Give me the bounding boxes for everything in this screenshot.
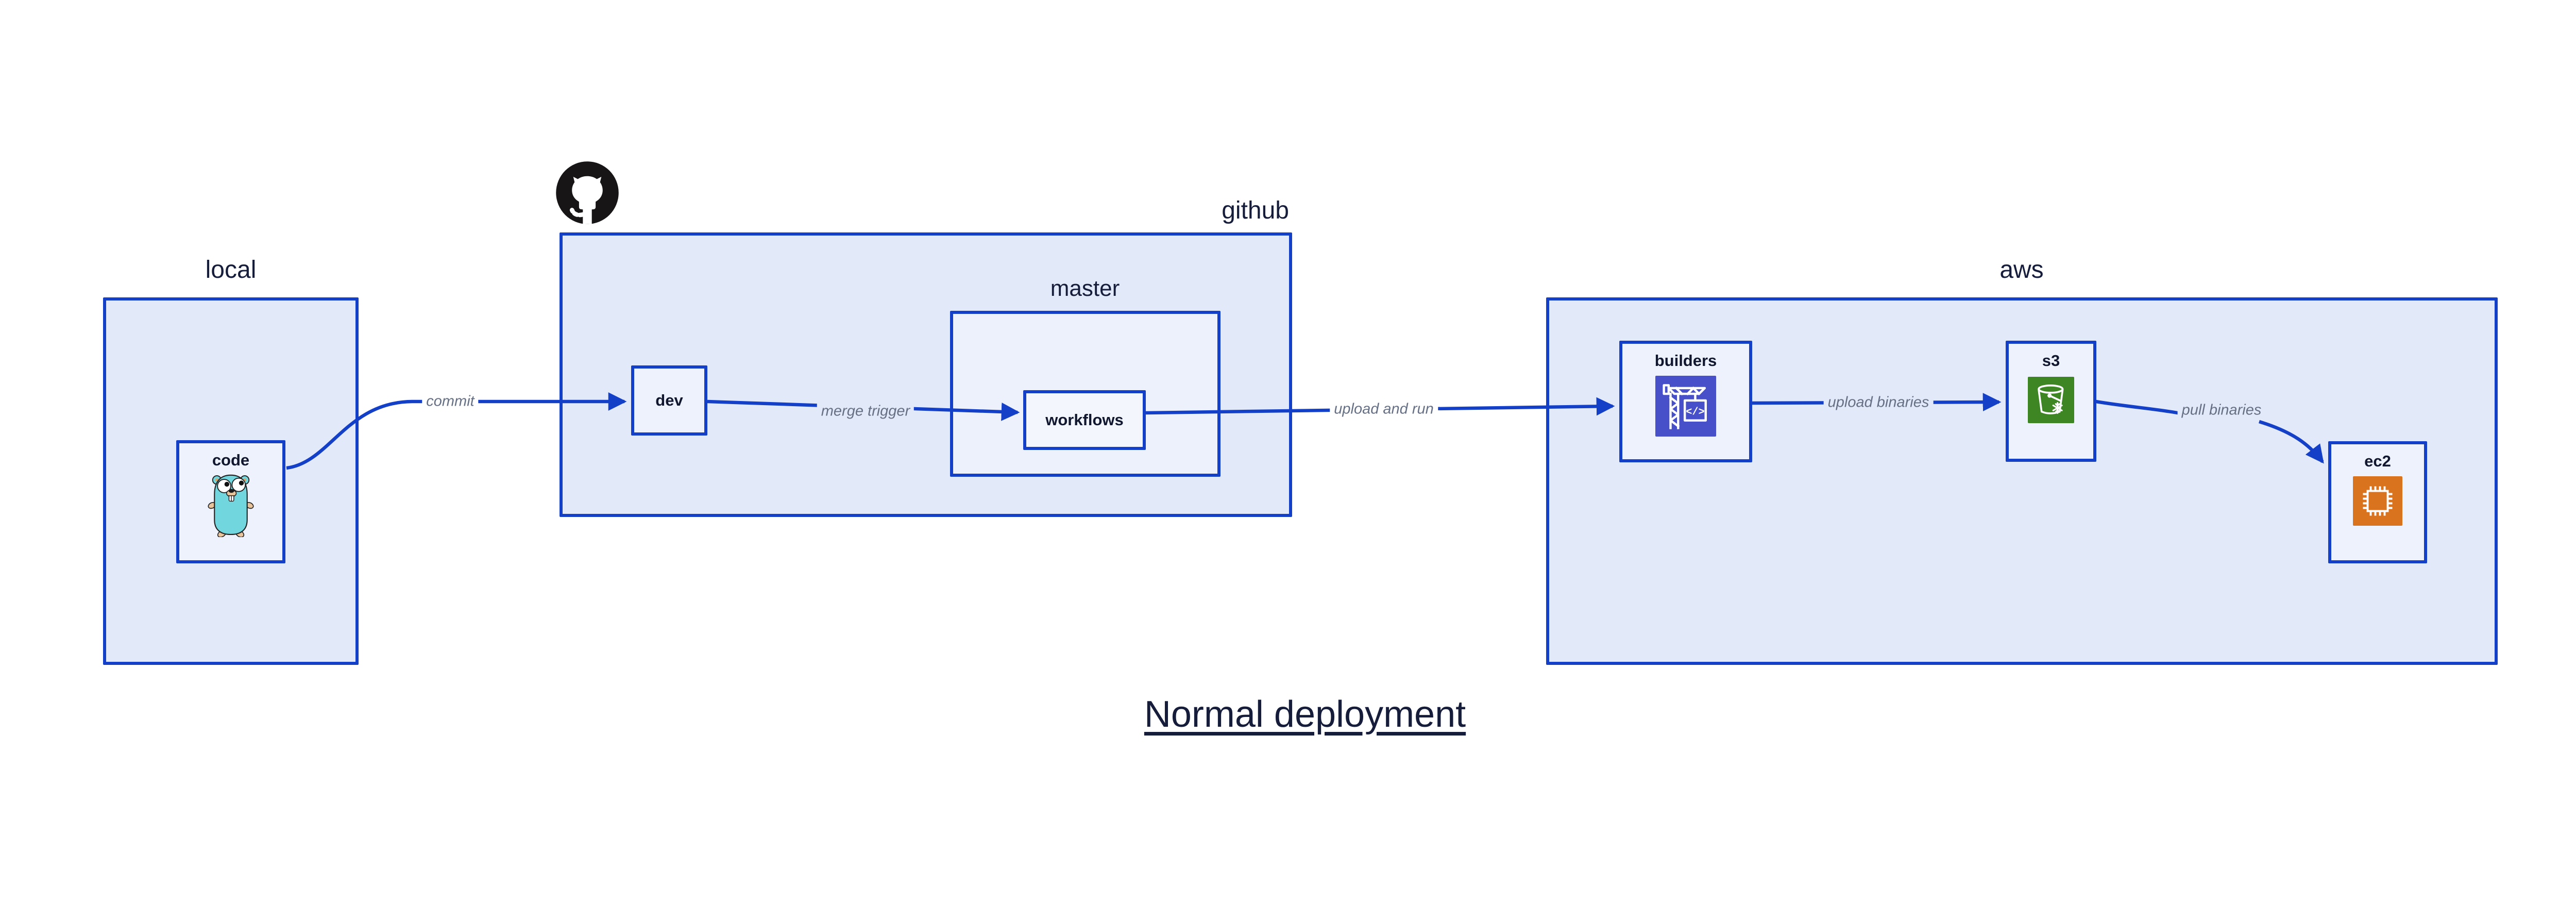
code-node: code bbox=[176, 440, 285, 563]
builders-node-label: builders bbox=[1654, 352, 1717, 370]
ec2-node: ec2 bbox=[2328, 441, 2427, 563]
svg-text:</>: </> bbox=[1686, 407, 1704, 419]
github-container-label: github bbox=[1222, 197, 1289, 224]
edge-label-upload-and-run: upload and run bbox=[1330, 400, 1438, 418]
workflows-node-label: workflows bbox=[1045, 410, 1124, 429]
s3-node-label: s3 bbox=[2042, 352, 2060, 370]
s3-node: s3 bbox=[2006, 341, 2096, 462]
workflows-node: workflows bbox=[1023, 390, 1146, 450]
aws-s3-glacier-bucket-icon bbox=[2028, 377, 2074, 424]
edge-label-upload-binaries: upload binaries bbox=[1823, 394, 1934, 411]
ec2-node-label: ec2 bbox=[2364, 452, 2391, 470]
go-gopher-icon bbox=[207, 473, 255, 538]
builders-node: builders </> bbox=[1619, 341, 1752, 462]
github-octocat-icon bbox=[555, 161, 619, 225]
dev-node-label: dev bbox=[655, 391, 683, 409]
edge-label-pull-binaries: pull binaries bbox=[2177, 402, 2266, 419]
aws-ec2-chip-icon bbox=[2353, 476, 2402, 526]
aws-container-label: aws bbox=[1999, 256, 2044, 283]
edge-label-commit: commit bbox=[422, 393, 479, 410]
diagram-title: Normal deployment bbox=[1144, 694, 1466, 735]
local-container-label: local bbox=[205, 256, 257, 283]
master-container-label: master bbox=[1050, 276, 1120, 301]
edge-label-merge-trigger: merge trigger bbox=[817, 403, 914, 420]
dev-node: dev bbox=[631, 365, 707, 436]
code-node-label: code bbox=[212, 451, 250, 469]
aws-codebuild-icon: </> bbox=[1655, 376, 1716, 437]
